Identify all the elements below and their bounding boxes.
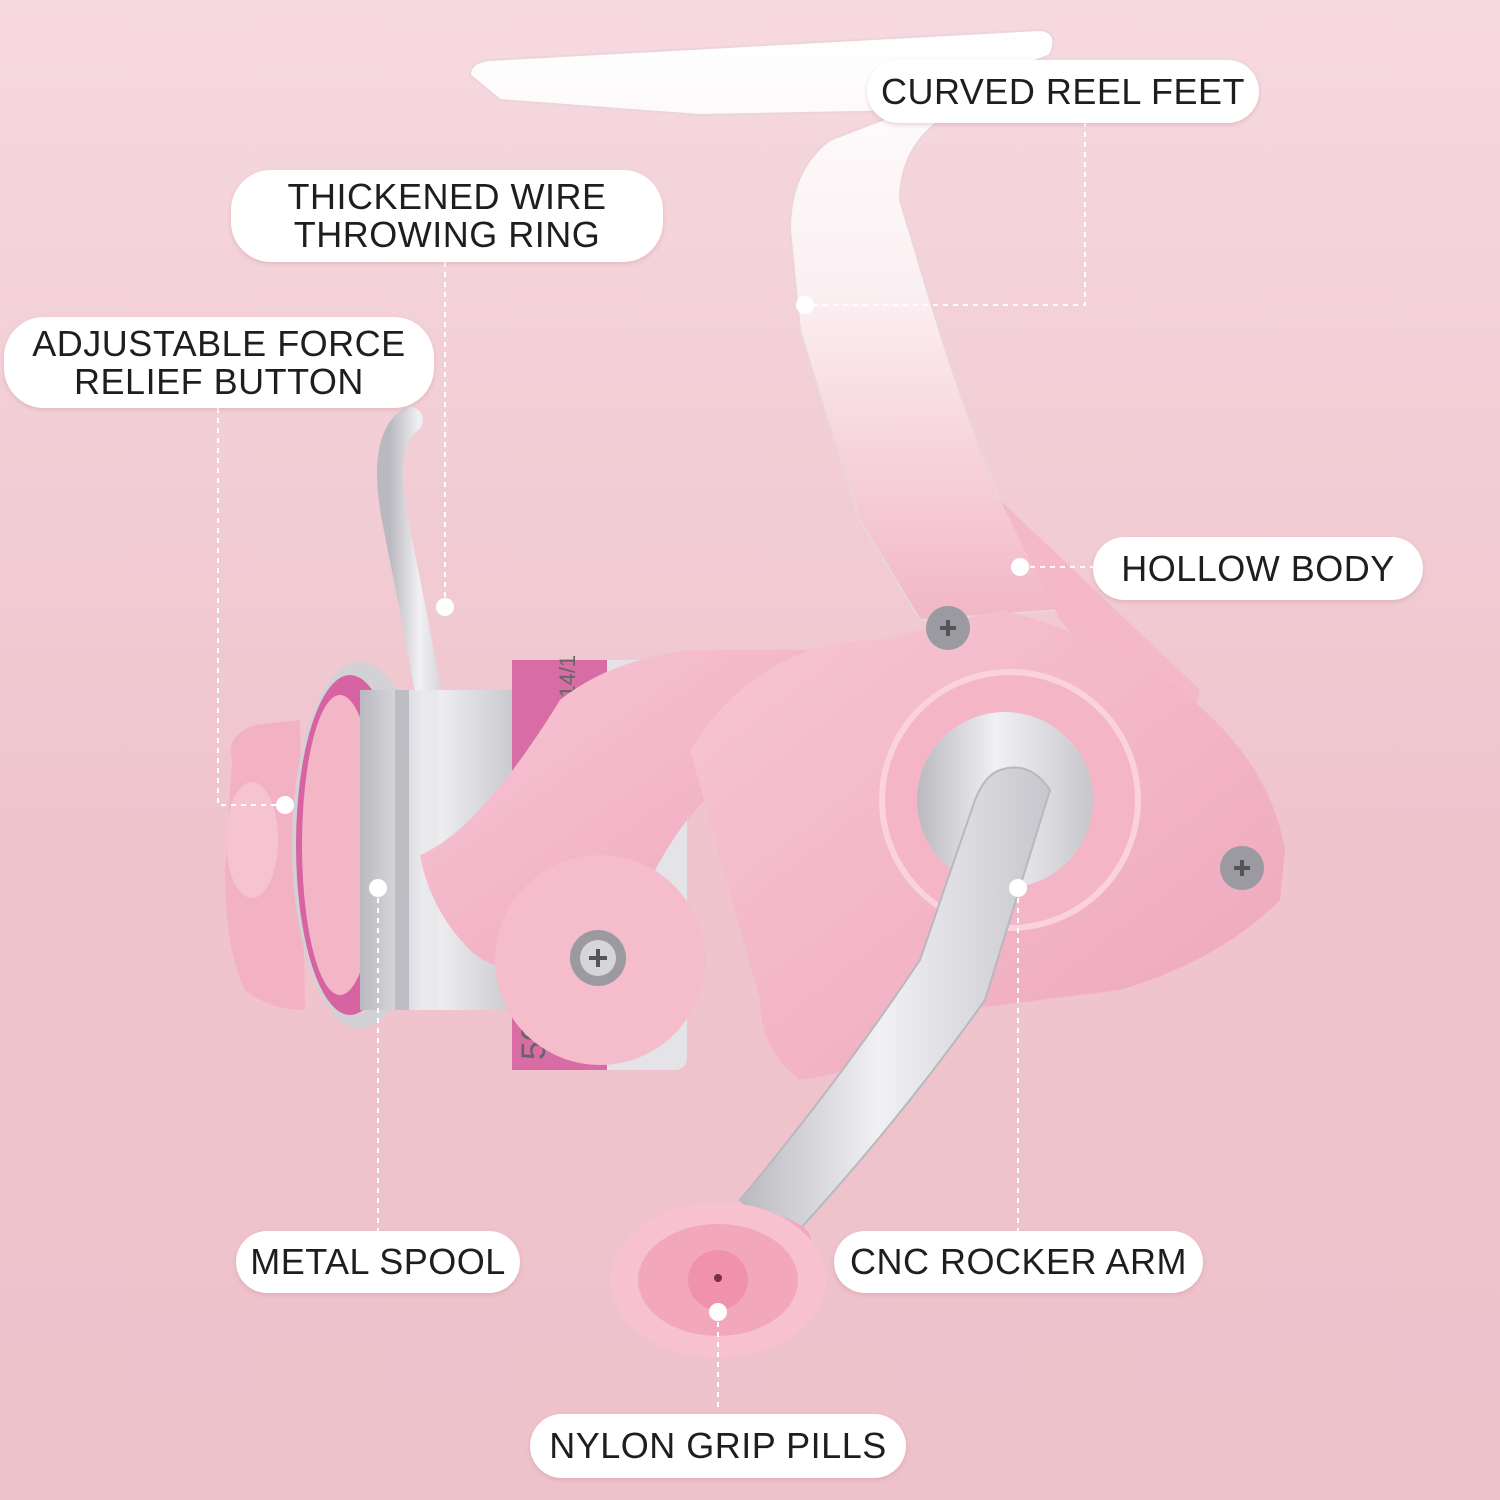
label-curved-reel-feet: CURVED REEL FEET xyxy=(867,60,1259,123)
label-cnc-rocker-arm: CNC ROCKER ARM xyxy=(834,1231,1203,1293)
label-throwing-ring: THICKENED WIRE THROWING RING xyxy=(231,170,663,262)
handle-knob xyxy=(610,1202,826,1358)
leader-lines xyxy=(217,122,1093,1410)
label-force-relief-button: ADJUSTABLE FORCE RELIEF BUTTON xyxy=(4,317,434,408)
drag-knob xyxy=(225,720,305,1010)
label-nylon-grip-pills: NYLON GRIP PILLS xyxy=(530,1414,906,1478)
label-metal-spool: METAL SPOOL xyxy=(236,1231,520,1293)
anchor-dots xyxy=(276,296,1029,1321)
bail-wire xyxy=(377,407,468,873)
label-hollow-body: HOLLOW BODY xyxy=(1093,537,1423,600)
